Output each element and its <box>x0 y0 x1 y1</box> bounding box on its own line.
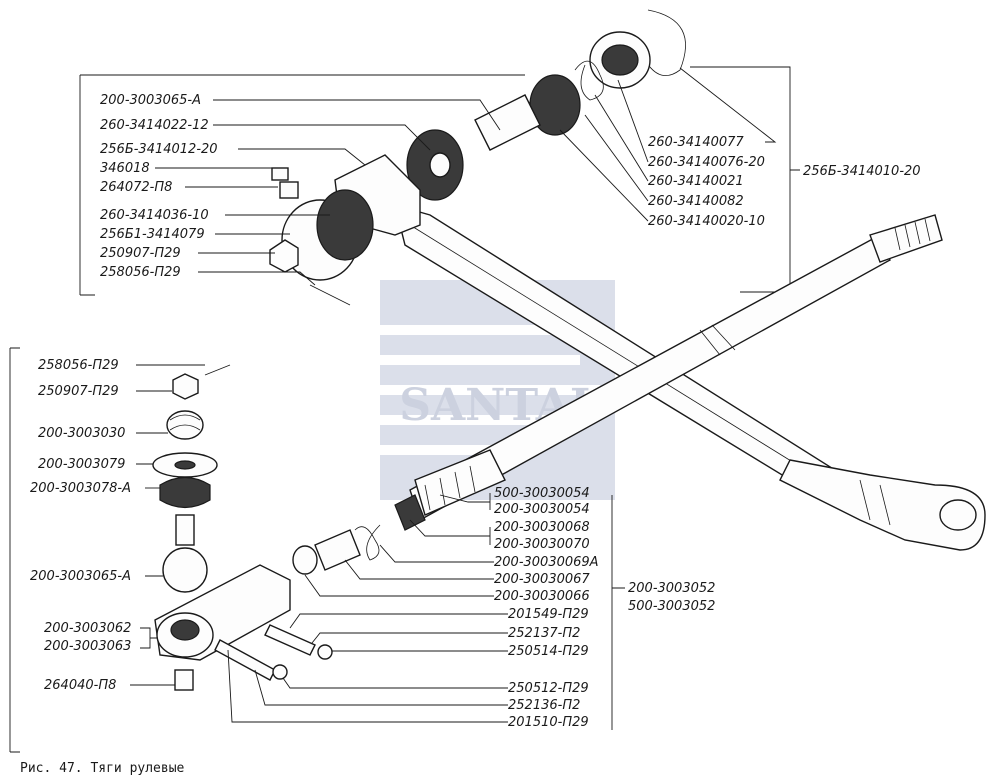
label-250907-P29-bottom: 250907-П29 <box>38 384 119 399</box>
label-260-3414036-10: 260-3414036-10 <box>100 208 209 223</box>
label-260-34140076-20: 260-34140076-20 <box>648 155 765 170</box>
label-200-30030068: 200-30030068 <box>494 520 590 535</box>
top-ball-joint <box>269 9 686 306</box>
label-500-3003052: 500-3003052 <box>628 599 715 614</box>
bottom-right-bracket <box>611 495 625 730</box>
label-258056-P29-top: 258056-П29 <box>100 265 181 280</box>
label-201510-P29: 201510-П29 <box>508 715 589 730</box>
label-252137-P2: 252137-П2 <box>508 626 580 641</box>
label-258056-P29-bottom: 258056-П29 <box>38 358 119 373</box>
top-left-labels: 200-3003065-А 260-3414022-12 256Б-341401… <box>100 93 501 286</box>
label-250514-P29: 250514-П29 <box>508 644 589 659</box>
label-200-3003062: 200-3003062 <box>44 621 131 636</box>
label-260-34140082: 260-34140082 <box>648 194 744 209</box>
label-500-30030054: 500-30030054 <box>494 486 590 501</box>
label-260-34140021: 260-34140021 <box>648 174 744 189</box>
label-200-30030070: 200-30030070 <box>494 537 590 552</box>
top-right-bracket <box>690 66 800 293</box>
label-200-30030069A: 200-30030069А <box>494 555 599 570</box>
bottom-left-labels: 258056-П29 250907-П29 200-3003030 200-30… <box>30 358 205 693</box>
label-200-3003078-A: 200-3003078-А <box>30 481 131 496</box>
label-200-30030054: 200-30030054 <box>494 502 590 517</box>
label-200-3003063: 200-3003063 <box>44 639 131 654</box>
label-200-3003065-A-top: 200-3003065-А <box>100 93 201 108</box>
label-200-3003030: 200-3003030 <box>38 426 125 441</box>
label-264072-P8: 264072-П8 <box>100 180 172 195</box>
label-252136-P2: 252136-П2 <box>508 698 580 713</box>
top-right-labels: 260-34140077 260-34140076-20 260-3414002… <box>559 67 921 229</box>
label-200-3003052: 200-3003052 <box>628 581 715 596</box>
label-200-30030067: 200-30030067 <box>494 572 590 587</box>
label-256B-3414010-20: 256Б-3414010-20 <box>803 164 921 179</box>
label-264040-P8: 264040-П8 <box>44 678 116 693</box>
label-256B-3414012-20: 256Б-3414012-20 <box>100 142 218 157</box>
label-260-3414022-12: 260-3414022-12 <box>100 118 209 133</box>
label-201549-P29: 201549-П29 <box>508 607 589 622</box>
figure-caption: Рис. 47. Тяги рулевые <box>20 761 185 776</box>
label-250512-P29: 250512-П29 <box>508 681 589 696</box>
tie-rod-long <box>394 203 986 551</box>
label-200-30030066: 200-30030066 <box>494 589 590 604</box>
label-260-34140077: 260-34140077 <box>648 135 744 150</box>
bottom-left-bracket <box>9 347 20 753</box>
label-250907-P29-top: 250907-П29 <box>100 246 181 261</box>
label-346018: 346018 <box>100 161 150 176</box>
label-200-3003065-A-bottom: 200-3003065-А <box>30 569 131 584</box>
watermark-logo-stripes <box>380 325 600 455</box>
bottom-right-labels: 500-30030054 200-30030054 200-30030068 2… <box>227 486 715 730</box>
label-200-3003079: 200-3003079 <box>38 457 125 472</box>
label-260-34140020-10: 260-34140020-10 <box>648 214 765 229</box>
top-left-bracket <box>79 74 525 296</box>
bottom-ball-joint <box>152 364 426 691</box>
label-256B1-3414079: 256Б1-3414079 <box>100 227 205 242</box>
